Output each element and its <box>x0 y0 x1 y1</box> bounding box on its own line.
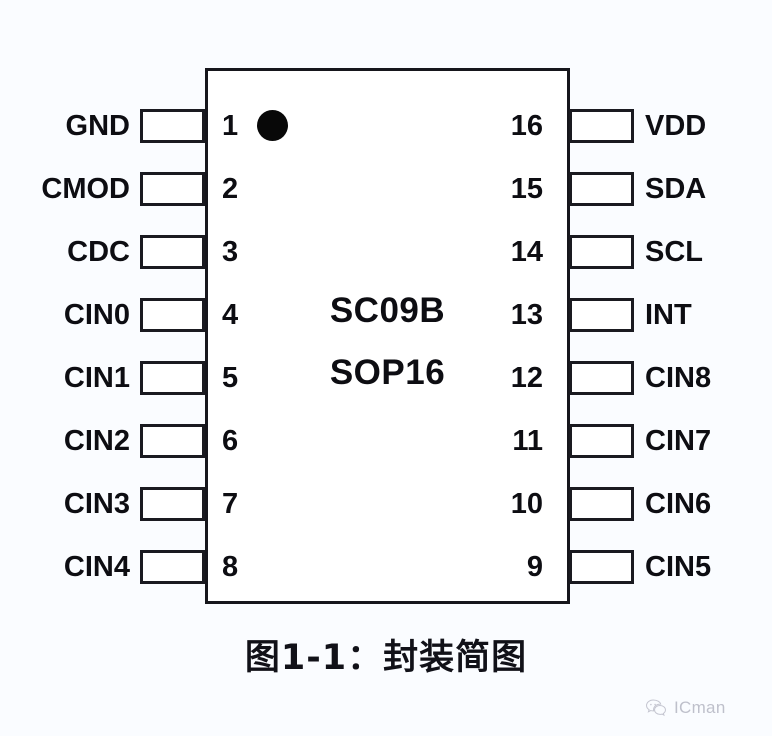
pin1-indicator-dot <box>257 110 288 141</box>
pin-lead-5 <box>140 361 205 395</box>
pin-number-1: 1 <box>222 110 239 142</box>
pin-label-CMOD: CMOD <box>41 173 130 205</box>
chip-part-marking: SC09B SOP16 <box>205 280 570 404</box>
pin-lead-12 <box>569 361 634 395</box>
pin-lead-7 <box>140 487 205 521</box>
pin-lead-11 <box>569 424 634 458</box>
pin-lead-3 <box>140 235 205 269</box>
pin-number-13: 13 <box>510 299 543 331</box>
pin-lead-8 <box>140 550 205 584</box>
pin-label-SDA: SDA <box>645 173 707 205</box>
pin-label-CIN8: CIN8 <box>645 362 712 394</box>
pin-number-9: 9 <box>526 551 543 583</box>
pin-number-11: 11 <box>512 425 543 457</box>
pin-number-12: 12 <box>510 362 543 394</box>
pin-label-CIN6: CIN6 <box>645 488 712 520</box>
wechat-icon <box>646 699 666 717</box>
pin-lead-1 <box>140 109 205 143</box>
pin-number-2: 2 <box>222 173 239 205</box>
chip-body-outline <box>205 68 570 604</box>
pin-number-3: 3 <box>222 236 239 268</box>
part-number-text: SC09B <box>329 291 446 330</box>
pin-lead-15 <box>569 172 634 206</box>
pin-number-15: 15 <box>510 173 543 205</box>
pin-label-CIN7: CIN7 <box>645 425 712 457</box>
watermark-text: ICman <box>674 698 726 717</box>
figure-caption: 图1-1：封装简图 <box>244 638 528 678</box>
pin-label-CIN2: CIN2 <box>63 425 130 457</box>
pin-lead-6 <box>140 424 205 458</box>
pin-number-6: 6 <box>222 425 239 457</box>
pin-lead-2 <box>140 172 205 206</box>
pin-lead-4 <box>140 298 205 332</box>
pin-label-CDC: CDC <box>67 236 130 268</box>
pin-lead-10 <box>569 487 634 521</box>
pin-label-CIN4: CIN4 <box>63 551 130 583</box>
pin-number-8: 8 <box>222 551 239 583</box>
pin-number-5: 5 <box>222 362 239 394</box>
pin-label-INT: INT <box>645 299 692 331</box>
pin-label-GND: GND <box>65 110 130 142</box>
pin-number-14: 14 <box>510 236 543 268</box>
pin-number-16: 16 <box>510 110 543 142</box>
pin-number-7: 7 <box>222 488 239 520</box>
pin-label-SCL: SCL <box>645 236 703 268</box>
pin-lead-9 <box>569 550 634 584</box>
pin-number-10: 10 <box>510 488 543 520</box>
pin-label-CIN0: CIN0 <box>63 299 130 331</box>
pin-label-CIN5: CIN5 <box>645 551 712 583</box>
pin-number-4: 4 <box>222 299 239 331</box>
pin-lead-14 <box>569 235 634 269</box>
watermark: ICman <box>645 698 726 718</box>
pin-lead-16 <box>569 109 634 143</box>
pin-label-CIN1: CIN1 <box>63 362 130 394</box>
pin-label-VDD: VDD <box>645 110 707 142</box>
package-type-text: SOP16 <box>329 353 446 392</box>
pin-label-CIN3: CIN3 <box>63 488 130 520</box>
pin-lead-13 <box>569 298 634 332</box>
